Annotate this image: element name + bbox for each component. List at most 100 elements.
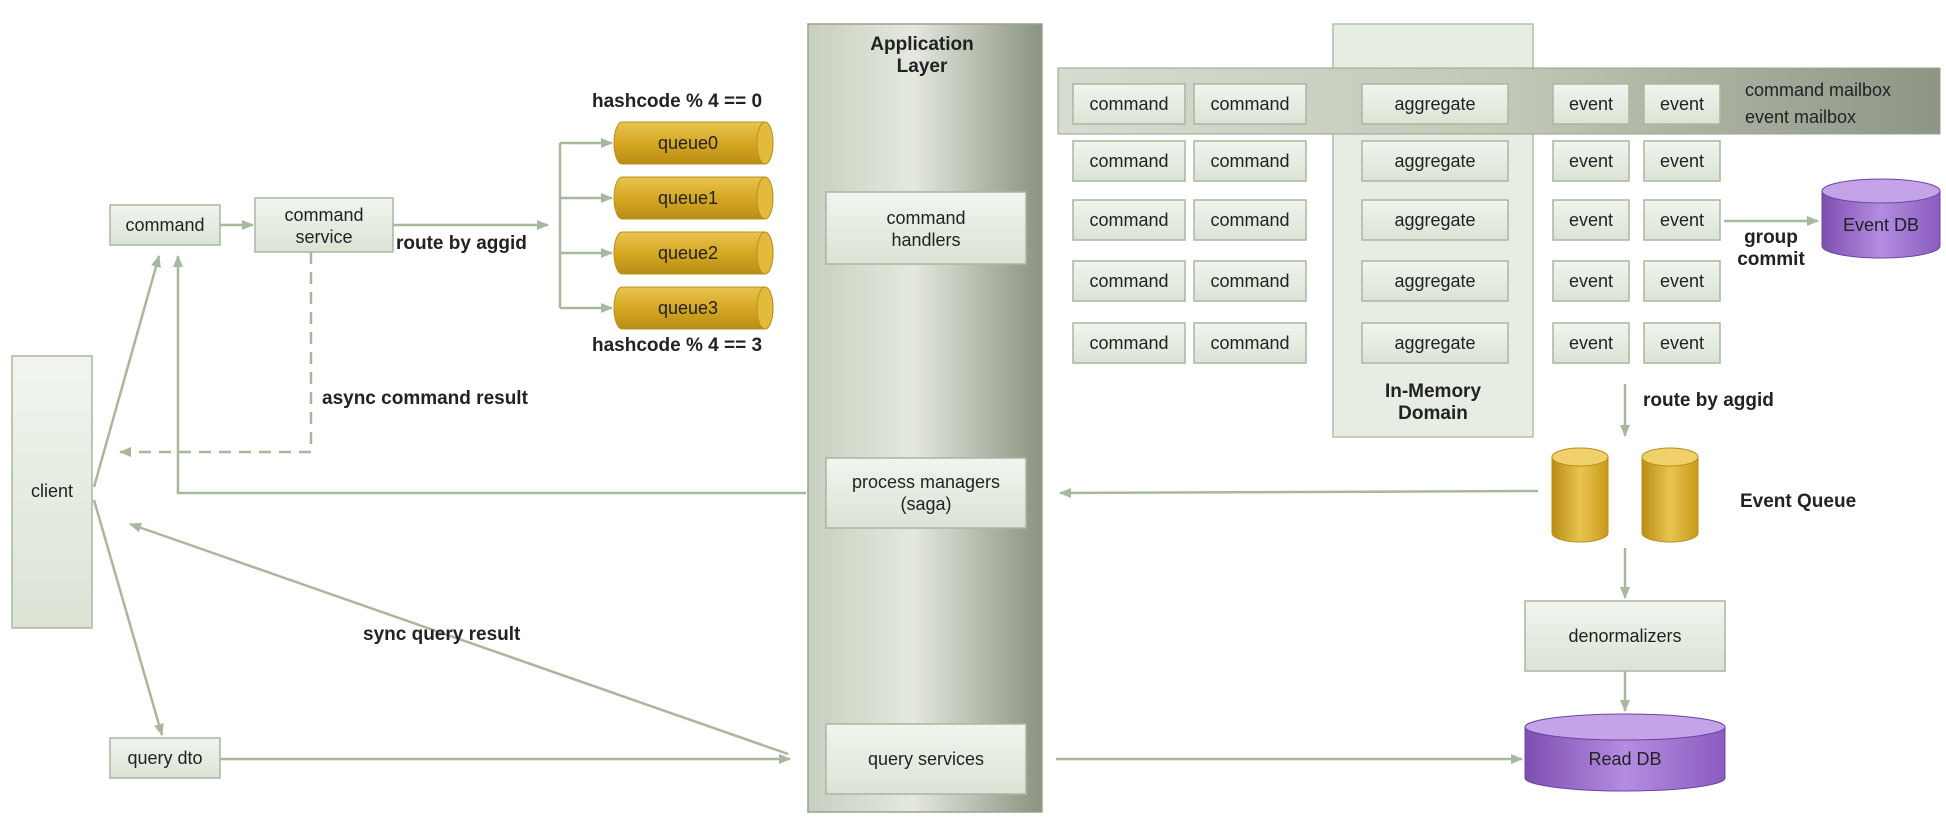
group-commit-label-line1: group <box>1744 227 1798 248</box>
aggregate-cell-row5[interactable] <box>1361 322 1509 364</box>
command-cell-b-row5[interactable] <box>1193 322 1307 364</box>
queue-2: queue2 <box>613 231 774 275</box>
queue-label-0: queue0 <box>658 133 718 153</box>
event-cell-a-row2[interactable] <box>1552 140 1630 182</box>
command-cell-a-row5[interactable] <box>1072 322 1186 364</box>
query-services-label: query services <box>868 749 984 769</box>
command-cell-a-label-row5: command <box>1089 333 1168 353</box>
command-cell-a-row3[interactable] <box>1072 199 1186 241</box>
event-cell-a-row4[interactable] <box>1552 260 1630 302</box>
event-cell-a-row5[interactable] <box>1552 322 1630 364</box>
client-label: client <box>31 481 73 501</box>
event-cell-b-row1[interactable] <box>1643 83 1721 125</box>
read-db-label: Read DB <box>1588 749 1661 769</box>
command-cell-b-label-row3: command <box>1210 210 1289 230</box>
group-commit-label-line2: commit <box>1737 249 1805 270</box>
event-db-label: Event DB <box>1843 215 1919 235</box>
queue-label-2: queue2 <box>658 243 718 263</box>
command-cell-a-row1[interactable] <box>1072 83 1186 125</box>
arrow-client-to-command <box>92 255 161 488</box>
queue-0: queue0 <box>613 121 774 165</box>
denormalizers-box[interactable] <box>1524 600 1726 672</box>
denormalizers-label: denormalizers <box>1568 626 1681 646</box>
event-queue-label: Event Queue <box>1740 491 1856 512</box>
command-handlers-box[interactable] <box>825 191 1027 265</box>
event-mailbox-label: event mailbox <box>1745 107 1856 127</box>
query-dto-label: query dto <box>127 748 202 768</box>
command-cell-a-label-row2: command <box>1089 151 1168 171</box>
queue-cap-3 <box>756 286 774 330</box>
application-layer <box>807 23 1043 813</box>
event-queue-cylinder-1 <box>1551 447 1609 543</box>
command-cell-a-label-row1: command <box>1089 94 1168 114</box>
command-cell-b-row1[interactable] <box>1193 83 1307 125</box>
event-queue-cylinder-2 <box>1641 447 1699 543</box>
command-cell-b-row2[interactable] <box>1193 140 1307 182</box>
read-db-cylinder <box>1524 713 1726 792</box>
event-cell-a-label-row1: event <box>1569 94 1613 114</box>
event-cell-a-label-row4: event <box>1569 271 1613 291</box>
event-cell-a-row3[interactable] <box>1552 199 1630 241</box>
aggregate-cell-row2[interactable] <box>1361 140 1509 182</box>
arrows <box>92 138 1819 764</box>
event-cell-a-row1[interactable] <box>1552 83 1630 125</box>
aggregate-cell-label-row3: aggregate <box>1394 210 1475 230</box>
aggregate-cell-row4[interactable] <box>1361 260 1509 302</box>
aggregate-cell-row1[interactable] <box>1361 83 1509 125</box>
route-by-aggid-right-label: route by aggid <box>1643 390 1774 411</box>
hash-bottom-label: hashcode % 4 == 3 <box>592 335 762 356</box>
async-result-label: async command result <box>322 388 529 409</box>
event-cell-b-row4[interactable] <box>1643 260 1721 302</box>
command-cell-a-row2[interactable] <box>1072 140 1186 182</box>
aggregate-cell-row3[interactable] <box>1361 199 1509 241</box>
event-cell-a-label-row3: event <box>1569 210 1613 230</box>
command-service-label-line1: command <box>284 205 363 225</box>
arrow-event-queue-to-process-managers <box>1059 487 1539 498</box>
queue-label-3: queue3 <box>658 298 718 318</box>
command-cell-b-label-row2: command <box>1210 151 1289 171</box>
command-handlers-label-line2: handlers <box>891 230 960 250</box>
command-mailbox-label: command mailbox <box>1745 80 1891 100</box>
command-cell-b-label-row4: command <box>1210 271 1289 291</box>
queue-cap-0 <box>756 121 774 165</box>
event-cell-a-label-row2: event <box>1569 151 1613 171</box>
queue-1: queue1 <box>613 176 774 220</box>
command-cell-b-row4[interactable] <box>1193 260 1307 302</box>
command-service-box[interactable] <box>254 197 394 253</box>
command-cell-b-row3[interactable] <box>1193 199 1307 241</box>
query-services-box[interactable] <box>825 723 1027 795</box>
command-label: command <box>125 215 204 235</box>
command-cell-b-label-row5: command <box>1210 333 1289 353</box>
arrow-client-to-query-dto <box>92 499 164 736</box>
route-by-aggid-left-label: route by aggid <box>396 233 527 254</box>
domain-title-line2: Domain <box>1398 403 1468 424</box>
application-layer-title-line2: Layer <box>897 56 948 77</box>
process-managers-box[interactable] <box>825 457 1027 529</box>
aggregate-cell-label-row4: aggregate <box>1394 271 1475 291</box>
command-handlers-label-line1: command <box>886 208 965 228</box>
event-db-cylinder <box>1821 178 1941 259</box>
event-cell-b-label-row1: event <box>1660 94 1704 114</box>
domain-title-line1: In-Memory <box>1385 381 1482 402</box>
event-cell-b-row3[interactable] <box>1643 199 1721 241</box>
event-cell-b-label-row5: event <box>1660 333 1704 353</box>
aggregate-cell-label-row1: aggregate <box>1394 94 1475 114</box>
event-cell-b-label-row2: event <box>1660 151 1704 171</box>
command-cell-a-label-row3: command <box>1089 210 1168 230</box>
queue-3: queue3 <box>613 286 774 330</box>
command-cell-a-label-row4: command <box>1089 271 1168 291</box>
application-layer-title-line1: Application <box>870 34 973 55</box>
aggregate-cell-label-row2: aggregate <box>1394 151 1475 171</box>
command-cell-a-row4[interactable] <box>1072 260 1186 302</box>
event-cell-a-label-row5: event <box>1569 333 1613 353</box>
event-cell-b-row2[interactable] <box>1643 140 1721 182</box>
query-dto-box[interactable] <box>109 737 221 779</box>
command-cell-b-label-row1: command <box>1210 94 1289 114</box>
arrow-process-managers-to-command <box>173 255 806 495</box>
client-box[interactable] <box>11 355 93 629</box>
process-managers-label-line2: (saga) <box>900 494 951 514</box>
aggregate-cell-label-row5: aggregate <box>1394 333 1475 353</box>
event-cell-b-row5[interactable] <box>1643 322 1721 364</box>
sync-query-result-label: sync query result <box>363 624 521 645</box>
